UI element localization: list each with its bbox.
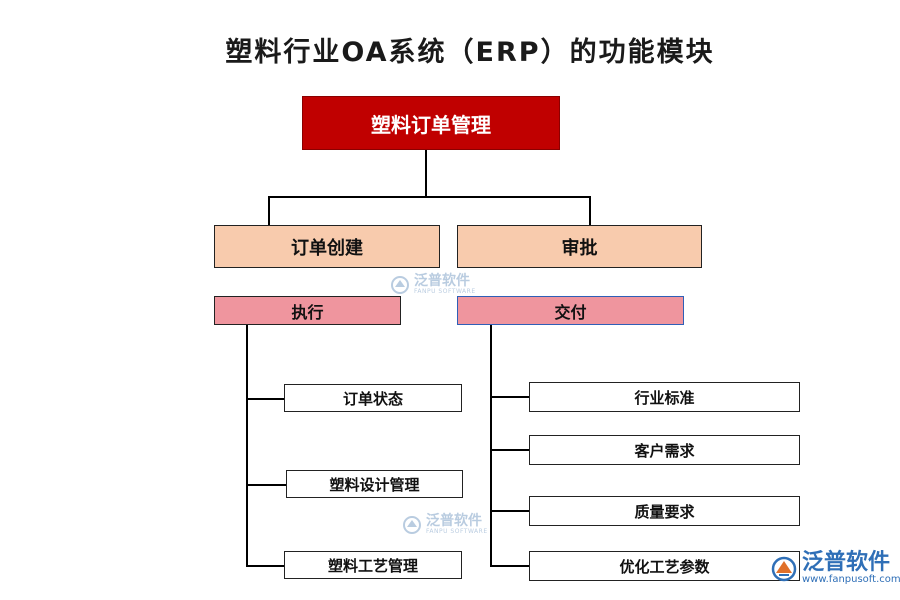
connector-left-branch-3 <box>246 565 285 567</box>
connector-left-branch-1 <box>246 398 285 400</box>
connector-right-branch-2 <box>490 449 529 451</box>
connector-right-down <box>589 196 591 226</box>
connector-left-branch-2 <box>246 484 287 486</box>
brand-url: www.fanpusoft.com <box>802 574 900 585</box>
connector-left-down <box>268 196 270 226</box>
watermark-text: 泛普软件 <box>414 273 470 289</box>
connector-right-trunk <box>490 325 492 567</box>
root-node: 塑料订单管理 <box>302 96 560 150</box>
watermark-top: 泛普软件 FANPU SOFTWARE <box>390 274 476 295</box>
connector-left-trunk <box>246 325 248 567</box>
watermark-sub: FANPU SOFTWARE <box>414 288 476 295</box>
node-order-create: 订单创建 <box>214 225 440 268</box>
diagram-title: 塑料行业OA系统（ERP）的功能模块 <box>225 37 715 68</box>
watermark-sub: FANPU SOFTWARE <box>426 528 488 535</box>
node-execute: 执行 <box>214 296 401 325</box>
watermark-text: 泛普软件 <box>426 513 482 529</box>
watermark-bottom: 泛普软件 FANPU SOFTWARE <box>402 514 488 535</box>
connector-right-branch-3 <box>490 510 529 512</box>
node-approval: 审批 <box>457 225 702 268</box>
node-deliver: 交付 <box>457 296 684 325</box>
connector-horizontal <box>268 196 591 198</box>
connector-right-branch-1 <box>490 396 529 398</box>
fanpu-logo-icon <box>403 515 421 534</box>
connector-right-branch-4 <box>490 565 529 567</box>
leaf-order-status: 订单状态 <box>284 384 462 412</box>
leaf-optimize-process: 优化工艺参数 <box>529 551 800 581</box>
leaf-plastic-process: 塑料工艺管理 <box>284 551 462 579</box>
leaf-industry-standard: 行业标准 <box>529 382 800 412</box>
fanpu-logo-icon <box>391 275 409 294</box>
brand-name: 泛普软件 <box>802 550 891 575</box>
fanpu-logo-icon <box>771 556 797 581</box>
leaf-quality-requirement: 质量要求 <box>529 496 800 526</box>
leaf-customer-demand: 客户需求 <box>529 435 800 465</box>
brand-logo: 泛普软件 www.fanpusoft.com <box>770 552 900 585</box>
connector-root-down <box>425 150 427 197</box>
leaf-plastic-design: 塑料设计管理 <box>286 470 463 498</box>
